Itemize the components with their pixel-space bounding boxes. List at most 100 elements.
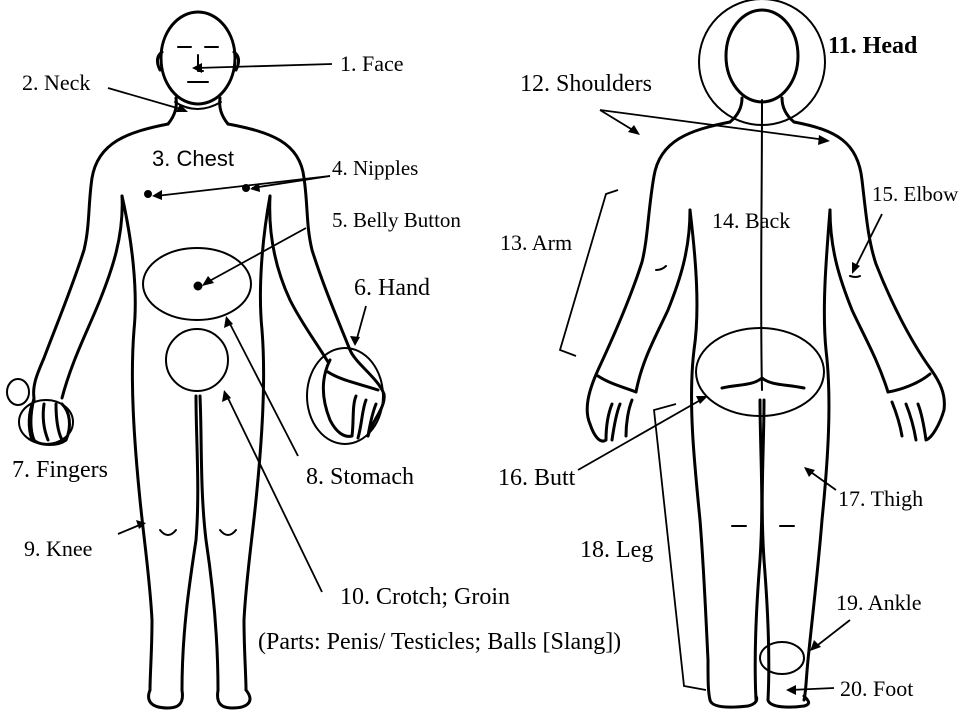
back-left-torso-leg [688,208,712,702]
nipples-arrowhead-right [250,183,260,192]
stomach-arrowhead [224,316,233,328]
label-belly-button: 5. Belly Button [332,208,461,232]
fingertip-circle [6,378,30,406]
shoulders-arrowhead-right [818,135,830,145]
back-left-hand [588,374,638,443]
neck-pointer [107,87,185,111]
head-circle [698,0,826,126]
label-knee: 9. Knee [24,536,93,561]
back-elbow-marks [655,265,861,278]
stomach-circle [142,247,252,321]
back-left-foot [708,694,759,709]
front-nipple-left [144,190,152,198]
shoulders-arrowhead-left [628,125,640,135]
crotch-arrowhead [222,390,231,402]
front-right-hand [321,358,380,440]
front-right-inner-arm [268,194,330,364]
knee-arrowhead [136,520,146,529]
hand-circle [306,347,384,445]
label-elbow: 15. Elbow [872,182,959,206]
front-head [159,10,237,106]
nipples-pointer-left [155,175,331,197]
back-head [724,8,800,104]
label-butt: 16. Butt [498,465,576,491]
front-right-foot [216,688,252,710]
back-right-outline [792,120,946,412]
label-leg: 18. Leg [580,537,654,563]
label-crotch-parts: (Parts: Penis/ Testicles; Balls [Slang]) [258,629,622,655]
face-pointer [195,63,333,69]
front-right-outline [226,122,386,438]
elbow-pointer [853,213,883,271]
back-right-foot [766,694,811,709]
fingers-circle [18,399,74,445]
front-left-hand [27,398,71,446]
shoulders-pointer-left [599,109,637,133]
back-right-torso-leg [802,208,832,702]
label-shoulders: 12. Shoulders [520,71,652,97]
front-knee-lines [159,529,237,536]
back-right-hand [886,372,946,442]
back-left-inner-leg [753,398,764,702]
thigh-arrowhead [804,467,815,477]
label-face: 1. Face [340,51,404,76]
back-left-inner-arm [634,208,692,394]
front-left-inner-arm [60,194,124,400]
front-neck [166,96,230,126]
crotch-pointer [225,393,323,593]
label-head: 11. Head [828,33,918,59]
label-back: 14. Back [712,208,791,233]
front-figure [6,10,386,710]
label-neck: 2. Neck [22,70,91,95]
back-right-inner-arm [828,208,890,394]
shoulders-pointer-right [599,109,827,141]
label-chest: 3. Chest [152,146,234,171]
butt-pointer [577,397,705,471]
front-left-inner-leg [180,394,200,692]
label-stomach: 8. Stomach [306,464,414,490]
face-arrowhead [192,63,202,73]
back-spine [760,99,763,391]
back-neck [728,96,796,124]
butt-arrowhead [696,396,708,404]
front-neck-line [174,101,222,110]
back-figure [585,0,946,709]
pointer-lines [107,63,883,691]
front-ear-left [155,50,164,72]
label-ankle: 19. Ankle [836,590,922,615]
hand-pointer [355,305,367,343]
belly-button-arrowhead [202,276,214,286]
stomach-pointer [227,319,299,457]
arrowheads [136,63,860,695]
crotch-circle [165,328,229,392]
front-right-inner-leg [198,394,220,692]
foot-arrowhead [786,685,796,695]
belly-button-pointer [203,227,307,285]
front-left-torso-leg [120,194,154,692]
neck-arrowhead [176,104,188,112]
elbow-arrowhead [852,262,860,274]
label-thigh: 17. Thigh [838,486,924,511]
front-ear-right [232,50,241,72]
ankle-pointer [813,619,851,649]
label-hand: 6. Hand [354,275,430,301]
label-foot: 20. Foot [840,676,914,701]
nipples-arrowhead-left [152,190,162,200]
label-crotch: 10. Crotch; Groin [340,584,510,610]
hand-arrowhead [350,336,360,346]
arm-bracket [558,189,619,357]
back-right-inner-leg [760,398,771,702]
ankle-circle [759,641,805,675]
thigh-pointer [807,469,837,491]
foot-pointer [789,687,835,691]
leg-bracket [653,403,707,691]
front-left-foot [147,688,184,710]
back-butt-crease [720,376,806,390]
label-nipples: 4. Nipples [332,156,419,180]
label-fingers: 7. Fingers [12,457,108,483]
front-right-torso-leg [242,194,272,692]
front-belly-button [193,281,203,291]
front-left-outline [29,122,170,442]
